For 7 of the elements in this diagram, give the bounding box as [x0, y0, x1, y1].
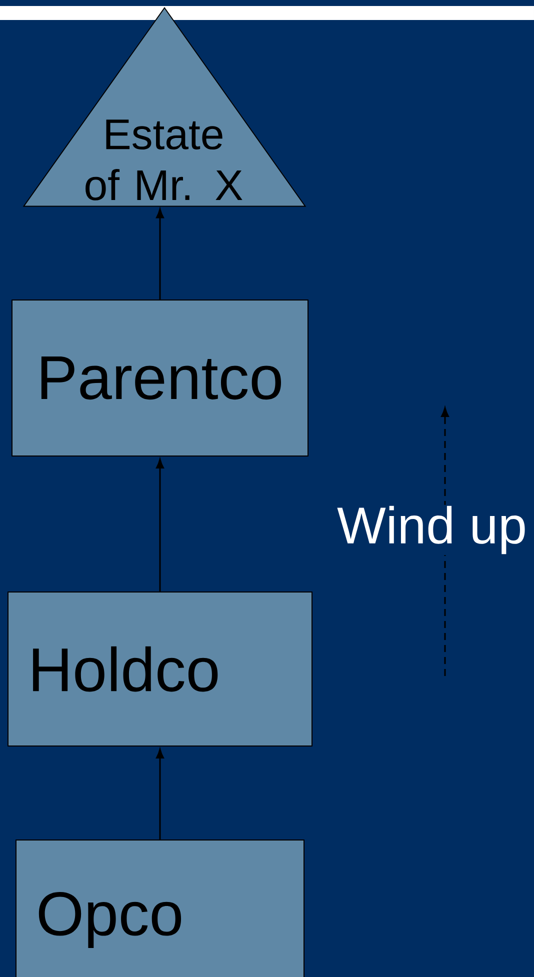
arrow [156, 748, 164, 840]
arrow [156, 208, 164, 300]
arrow [156, 458, 164, 592]
entity-box: Holdco [8, 592, 312, 746]
annotation-text: Wind up [336, 504, 528, 556]
entity-box: Parentco [12, 300, 308, 456]
entity-box: Opco [16, 840, 304, 977]
